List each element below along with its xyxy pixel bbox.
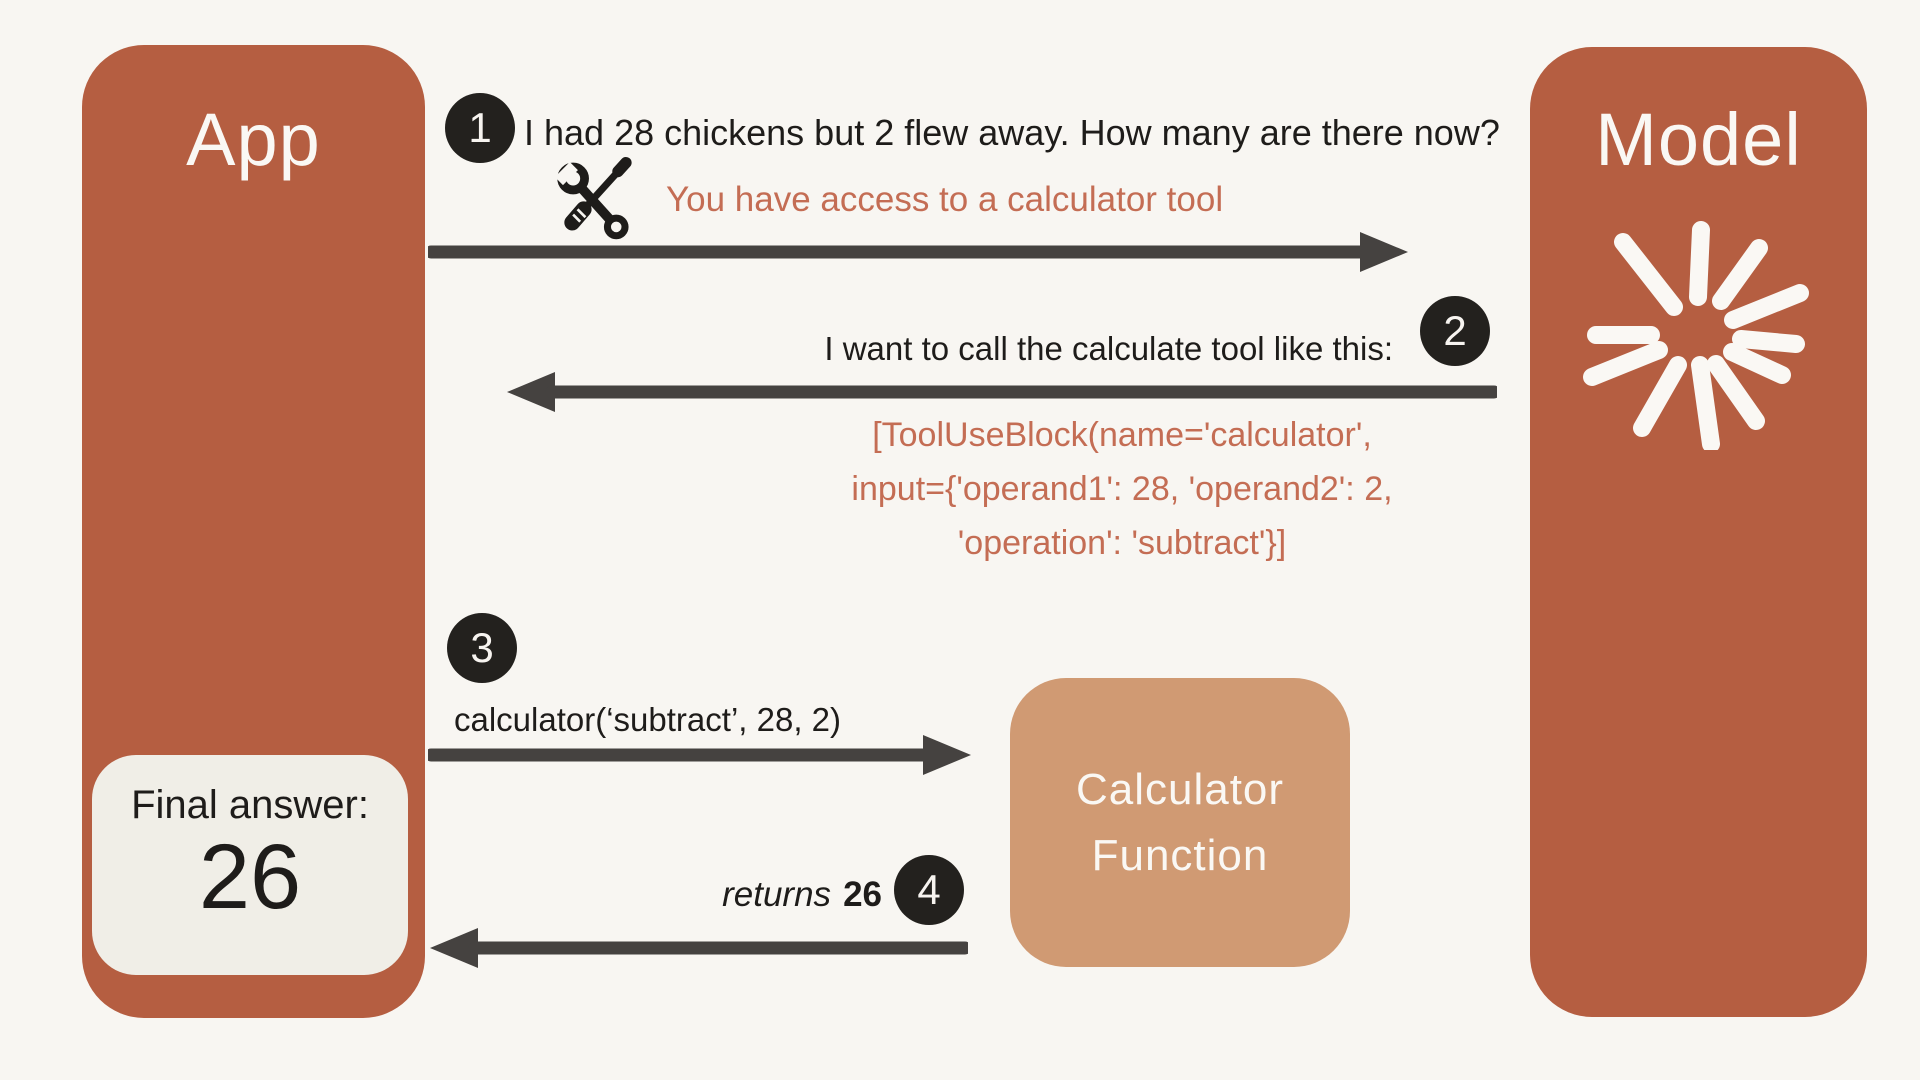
step-4-badge: 4	[894, 855, 964, 925]
step-2-number: 2	[1443, 307, 1467, 354]
tool-use-code-line1: [ToolUseBlock(name='calculator',	[872, 416, 1372, 454]
step-2-tool-use-code: [ToolUseBlock(name='calculator', input={…	[822, 408, 1422, 570]
final-answer-value: 26	[198, 826, 302, 928]
final-answer-label: Final answer:	[131, 783, 369, 827]
calculator-function-label-line1: Calculator	[1075, 764, 1285, 814]
arrow-model-to-app	[507, 372, 1497, 412]
calculator-function-label-line2: Function	[1091, 830, 1269, 880]
final-answer-panel: Final answer: 26	[92, 755, 408, 975]
arrow-app-to-model	[428, 232, 1408, 272]
tool-use-code-line2: input={'operand1': 28, 'operand2': 2,	[851, 470, 1393, 508]
calculator-function-box: Calculator Function	[1010, 678, 1350, 967]
step-2-message: I want to call the calculate tool like t…	[824, 330, 1393, 367]
step-4-return-value: 26	[843, 875, 882, 914]
model-actor-box: Model	[1530, 47, 1867, 1017]
tools-icon	[554, 156, 632, 240]
step-3-number: 3	[470, 624, 494, 671]
step-1-system-note: You have access to a calculator tool	[666, 180, 1224, 219]
step-4-number: 4	[917, 866, 941, 913]
step-4-returns-word: returns	[722, 875, 832, 914]
app-label: App	[186, 98, 321, 181]
tool-use-code-line3: 'operation': 'subtract'}]	[957, 524, 1287, 562]
step-2-badge: 2	[1420, 296, 1490, 366]
arrow-app-to-calculator	[428, 735, 971, 775]
step-1-badge: 1	[445, 93, 515, 163]
step-1-message: I had 28 chickens but 2 flew away. How m…	[524, 112, 1500, 153]
step-3-message: calculator(‘subtract’, 28, 2)	[454, 701, 841, 738]
step-4-message: returns 26	[600, 875, 882, 915]
arrow-calculator-to-app	[430, 928, 968, 968]
model-label: Model	[1595, 98, 1802, 181]
step-3-badge: 3	[447, 613, 517, 683]
claude-starburst-icon	[1583, 221, 1809, 450]
step-1-number: 1	[468, 104, 492, 151]
